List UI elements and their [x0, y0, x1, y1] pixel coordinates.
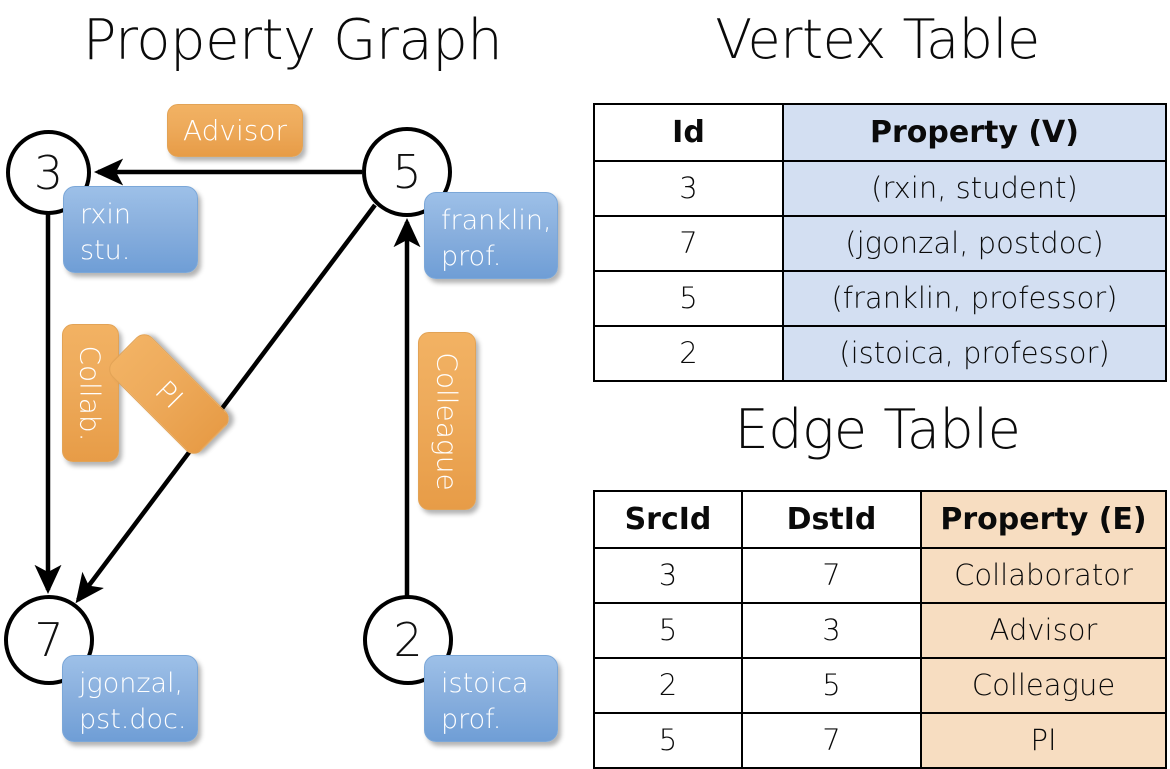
graph-node-2-label: 2	[393, 613, 423, 667]
vertex-cell-id: 7	[593, 215, 784, 272]
table-row: 3 (rxin, student)	[593, 160, 1167, 217]
table-row: 5 (franklin, professor)	[593, 270, 1167, 327]
edge-table: SrcId DstId Property (E) 3 7 Collaborato…	[593, 490, 1167, 769]
edge-cell-dstid: 7	[741, 547, 922, 604]
edge-cell-dstid: 5	[741, 657, 922, 714]
edge-cell-srcid: 2	[593, 657, 743, 714]
page-title-property-graph: Property Graph	[82, 8, 503, 73]
edge-cell-property: Advisor	[920, 602, 1167, 659]
table-row: 2 (istoica, professor)	[593, 325, 1167, 382]
property-graph-diagram: 3 5 7 2 rxin stu. franklin, prof. jgonza…	[0, 0, 585, 760]
vertex-cell-property: (jgonzal, postdoc)	[782, 215, 1167, 272]
graph-edges-svg	[34, 158, 421, 604]
graph-edge-label-colleague-text: Colleague	[430, 351, 464, 491]
vertex-cell-property: (istoica, professor)	[782, 325, 1167, 382]
graph-edge-label-advisor: Advisor	[167, 104, 303, 157]
vertex-table-header-row: Id Property (V)	[593, 103, 1167, 162]
edge-table-col-srcid: SrcId	[593, 490, 743, 549]
graph-edge-label-colleague: Colleague	[418, 332, 476, 510]
page-title-edge-table: Edge Table	[734, 398, 1021, 461]
graph-edge-5-to-7	[75, 203, 377, 604]
graph-node-7-label: 7	[34, 613, 64, 667]
graph-edge-label-collab: Collab.	[62, 324, 119, 462]
graph-node-5[interactable]: 5	[362, 127, 452, 217]
edge-cell-srcid: 3	[593, 547, 743, 604]
graph-node-2[interactable]: 2	[363, 595, 453, 685]
table-row: 7 (jgonzal, postdoc)	[593, 215, 1167, 272]
graph-node-5-label: 5	[392, 145, 422, 199]
edge-table-col-property: Property (E)	[920, 490, 1167, 549]
vertex-table: Id Property (V) 3 (rxin, student) 7 (jgo…	[593, 103, 1167, 382]
page-title-vertex-table: Vertex Table	[715, 8, 1040, 71]
graph-node-5-property-callout: franklin, prof.	[424, 192, 558, 279]
edge-cell-property: Collaborator	[920, 547, 1167, 604]
graph-edge-label-collab-text: Collab.	[74, 344, 108, 442]
vertex-table-col-property: Property (V)	[782, 103, 1167, 162]
edge-table-header-row: SrcId DstId Property (E)	[593, 490, 1167, 549]
edge-cell-dstid: 3	[741, 602, 922, 659]
vertex-cell-property: (franklin, professor)	[782, 270, 1167, 327]
vertex-table-col-id: Id	[593, 103, 784, 162]
vertex-cell-id: 2	[593, 325, 784, 382]
graph-node-3-label: 3	[33, 145, 64, 200]
graph-edge-label-pi-text: PI	[148, 373, 190, 415]
table-row: 5 3 Advisor	[593, 602, 1167, 659]
edge-table-col-dstid: DstId	[741, 490, 922, 549]
table-row: 3 7 Collaborator	[593, 547, 1167, 604]
graph-node-7-property-callout: jgonzal, pst.doc.	[62, 655, 198, 742]
vertex-cell-id: 5	[593, 270, 784, 327]
vertex-cell-id: 3	[593, 160, 784, 217]
graph-node-2-property-callout: istoica prof.	[424, 655, 558, 742]
vertex-cell-property: (rxin, student)	[782, 160, 1167, 217]
edge-cell-srcid: 5	[593, 602, 743, 659]
edge-cell-property: Colleague	[920, 657, 1167, 714]
graph-edge-label-advisor-text: Advisor	[182, 114, 287, 147]
table-row: 2 5 Colleague	[593, 657, 1167, 714]
graph-node-3-property-callout: rxin stu.	[63, 186, 198, 273]
